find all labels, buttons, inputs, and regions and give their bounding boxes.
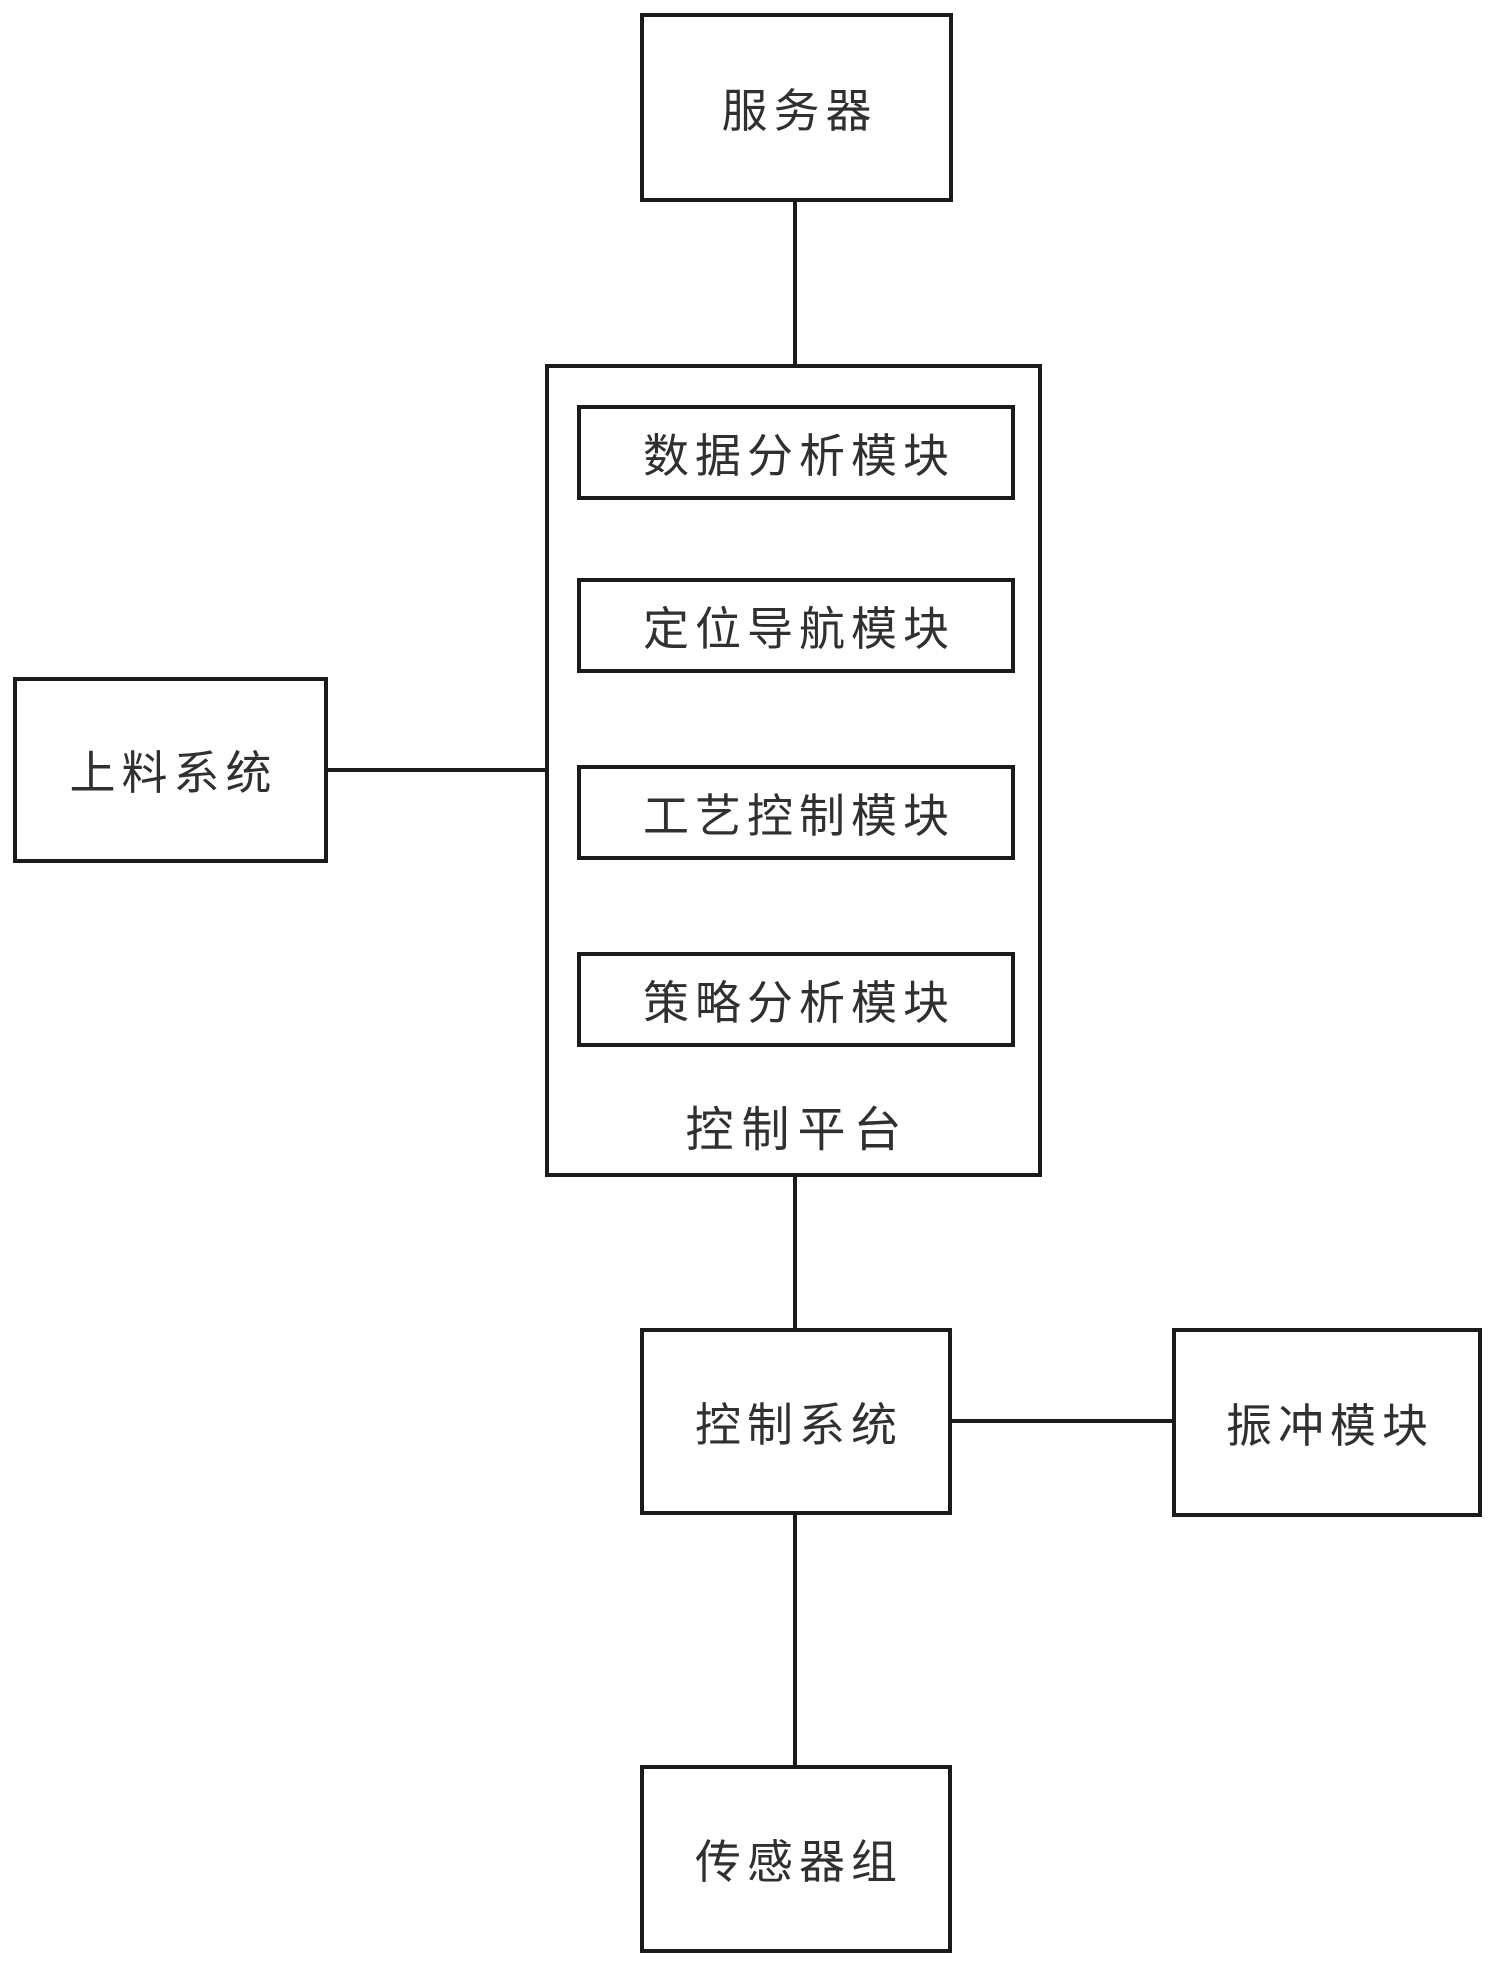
connector-control-system-to-sensor-group (793, 1513, 797, 1767)
sensor-group-box: 传感器组 (640, 1765, 952, 1953)
feeding-system-box: 上料系统 (13, 677, 328, 863)
module-label-process-control: 工艺控制模块 (643, 789, 955, 842)
feeding-system-label: 上料系统 (69, 747, 278, 799)
module-box-process-control: 工艺控制模块 (577, 765, 1015, 860)
server-label: 服务器 (721, 84, 878, 137)
module-label-data-analysis: 数据分析模块 (643, 429, 955, 482)
connector-server-to-platform (793, 200, 797, 366)
control-system-box: 控制系统 (640, 1328, 952, 1515)
control-system-label: 控制系统 (695, 1398, 903, 1451)
module-box-data-analysis: 数据分析模块 (577, 405, 1015, 500)
sensor-group-label: 传感器组 (695, 1836, 903, 1888)
module-box-positioning-navigation: 定位导航模块 (577, 578, 1015, 673)
connector-platform-to-control-system (793, 1175, 797, 1330)
module-box-strategy-analysis: 策略分析模块 (577, 952, 1015, 1047)
vibration-module-label: 振冲模块 (1226, 1399, 1434, 1452)
connector-feeding-system-to-platform (326, 768, 548, 772)
connector-control-system-to-vibration-module (950, 1419, 1174, 1423)
server-box: 服务器 (640, 13, 953, 202)
control-platform-box: 数据分析模块 定位导航模块 工艺控制模块 策略分析模块 控制平台 (545, 364, 1042, 1177)
vibration-module-box: 振冲模块 (1172, 1328, 1482, 1517)
module-label-strategy-analysis: 策略分析模块 (643, 976, 955, 1029)
module-label-positioning-navigation: 定位导航模块 (643, 602, 955, 655)
control-platform-label: 控制平台 (685, 1104, 910, 1157)
